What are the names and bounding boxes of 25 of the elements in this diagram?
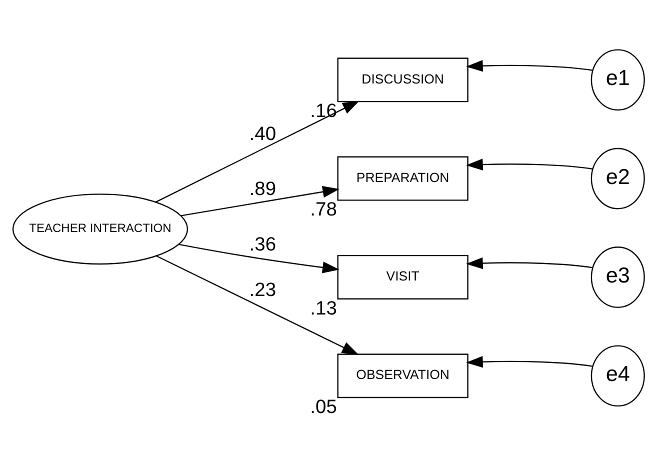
edge-label: .40 — [249, 123, 276, 144]
arrow — [466, 256, 593, 269]
node-label: .05 — [310, 396, 337, 418]
arrow — [181, 185, 340, 216]
edge-label: .36 — [249, 234, 276, 255]
node-box: DISCUSSION — [337, 57, 468, 102]
node-label: .13 — [310, 298, 337, 319]
node-ellipse: e3 — [590, 246, 645, 308]
node-label: .16 — [310, 100, 337, 122]
arrow — [466, 158, 593, 170]
node-ellipse: e4 — [590, 344, 645, 406]
arrow — [466, 355, 593, 368]
node-box: OBSERVATION — [337, 353, 468, 398]
arrow — [178, 243, 340, 273]
node-ellipse: TEACHER INTERACTION — [12, 193, 188, 264]
arrow — [466, 60, 593, 72]
node-label: .78 — [310, 199, 337, 220]
node-box: PREPARATION — [337, 156, 468, 200]
node-ellipse: e2 — [590, 147, 645, 209]
arrow — [156, 254, 359, 354]
node-box: VISIT — [337, 254, 468, 299]
node-ellipse: e1 — [590, 48, 645, 110]
arrow — [156, 100, 360, 202]
edge-label: .23 — [249, 280, 276, 301]
edge-label: .89 — [249, 178, 276, 200]
